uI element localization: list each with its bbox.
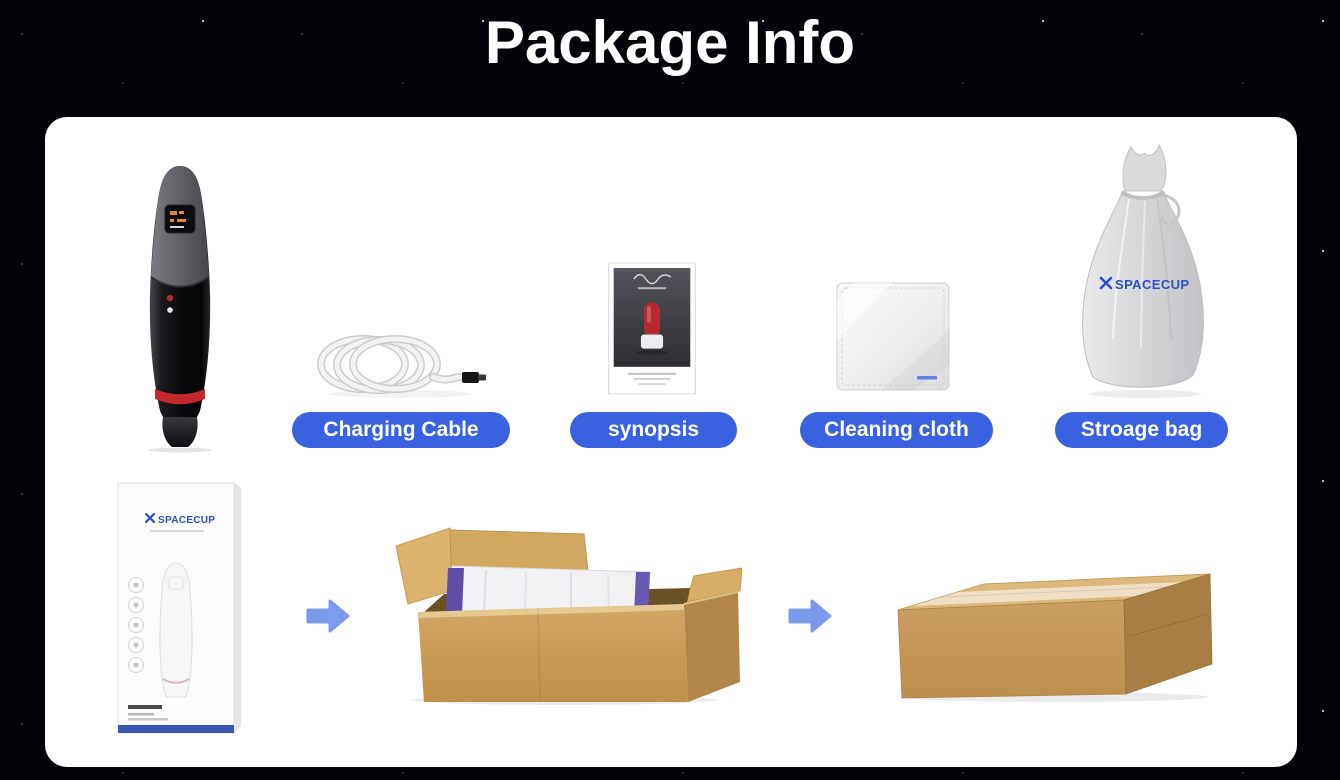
label-cleaning-cloth: Cleaning cloth <box>800 412 993 448</box>
box-product-lineart <box>159 562 193 698</box>
device-illustration <box>148 166 212 453</box>
spacecup-x-mark <box>1099 276 1113 290</box>
arrow-right-icon <box>306 597 350 635</box>
carton-side-face <box>1123 573 1213 695</box>
carton-contents-pouch <box>446 565 651 617</box>
label-charging-cable: Charging Cable <box>292 412 510 448</box>
cable-coil <box>317 335 469 394</box>
open-carton-photo <box>386 516 742 706</box>
storage-bag-photo: SPACECUP <box>1057 137 1227 402</box>
cable-usb-connector <box>462 372 486 383</box>
carton-tape-strip <box>912 582 1182 606</box>
sealed-carton-illustration <box>897 573 1213 702</box>
carton-front-face <box>418 604 688 702</box>
bag-logo-text: SPACECUP <box>1115 277 1189 292</box>
label-synopsis: synopsis <box>570 412 737 448</box>
cloth-illustration <box>836 282 950 391</box>
content-panel: SPACECUP Charging Cable synopsis Cleanin… <box>45 117 1297 767</box>
device-power-button <box>166 294 174 302</box>
box-blue-base <box>118 725 234 733</box>
bag-drawstring <box>1120 191 1181 226</box>
open-carton-illustration <box>395 527 742 705</box>
bag-ruffle-top <box>1122 143 1167 192</box>
cable-illustration <box>317 335 486 398</box>
device-display-screen <box>164 204 196 234</box>
device-base <box>162 417 198 447</box>
cleaning-cloth-photo <box>833 279 953 394</box>
retail-box-photo: SPACECUP <box>110 475 248 749</box>
carton-right-face <box>684 592 740 702</box>
box-feature-icons <box>128 577 144 673</box>
carton-left-flap <box>395 527 455 605</box>
box-logo-text: SPACECUP <box>158 515 215 526</box>
product-device-photo <box>120 161 240 453</box>
storage-bag-illustration: SPACECUP <box>1082 143 1204 398</box>
sealed-carton-photo <box>886 532 1221 704</box>
device-red-ring <box>155 389 205 405</box>
cloth-brand-mark <box>917 376 937 380</box>
spacecup-x-mark <box>144 512 156 524</box>
booklet-cover-product <box>635 302 669 355</box>
retail-box-illustration: SPACECUP <box>117 482 241 734</box>
arrow-right-icon <box>788 597 832 635</box>
device-mode-button <box>167 307 173 313</box>
page-title: Package Info <box>484 9 856 76</box>
charging-cable-photo <box>305 322 495 407</box>
booklet-illustration <box>608 262 696 395</box>
synopsis-booklet-photo <box>607 262 697 395</box>
carton-front-face <box>897 599 1127 699</box>
label-storage-bag: Stroage bag <box>1055 412 1228 448</box>
